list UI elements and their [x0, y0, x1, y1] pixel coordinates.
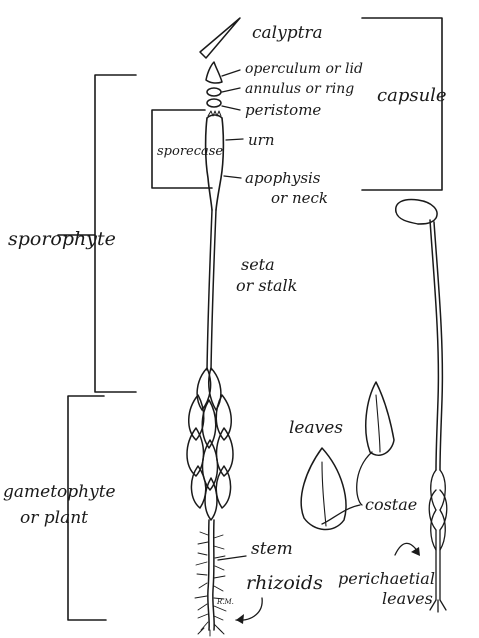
- label-perichaetial-leaves: leaves: [382, 589, 433, 608]
- label-calyptra: calyptra: [252, 23, 323, 43]
- label-neck: or neck: [271, 189, 328, 207]
- right-seta: [430, 220, 442, 470]
- label-stalk: or stalk: [236, 276, 297, 295]
- label-annulus: annulus or ring: [245, 81, 354, 97]
- stem-shape: [208, 520, 214, 630]
- seta-stalk: [207, 210, 216, 370]
- label-sporophyte: sporophyte: [8, 228, 116, 250]
- label-sporecase: sporecase: [157, 144, 223, 159]
- label-rhizoids: rhizoids: [246, 572, 323, 594]
- leaf-large: [301, 448, 346, 530]
- operculum-shape: [206, 62, 222, 83]
- label-capsule: capsule: [377, 85, 447, 106]
- urn-shape: [206, 118, 224, 210]
- annulus-shape: [207, 88, 221, 96]
- label-stem: stem: [251, 539, 293, 559]
- calyptra-shape: [200, 18, 240, 58]
- label-seta: seta: [241, 255, 275, 274]
- label-leaves: leaves: [289, 418, 343, 438]
- label-perichaetial: perichaetial: [338, 569, 435, 588]
- rhizoids-arrow-head: [236, 614, 244, 624]
- right-capsule: [396, 200, 437, 225]
- label-plant: or plant: [20, 508, 88, 528]
- label-operculum: operculum or lid: [245, 61, 363, 77]
- artist-initials: R.M.: [216, 598, 234, 606]
- label-urn: urn: [248, 131, 275, 149]
- label-gametophyte: gametophyte: [3, 482, 116, 502]
- rhizoids-hairs: [195, 532, 226, 636]
- label-peristome: peristome: [245, 101, 321, 119]
- pointer-lines: [218, 70, 418, 620]
- peristome-shape: [207, 99, 221, 107]
- gametophyte-leaves: [187, 368, 233, 520]
- label-costae: costae: [365, 495, 417, 514]
- label-apophysis: apophysis: [245, 169, 321, 187]
